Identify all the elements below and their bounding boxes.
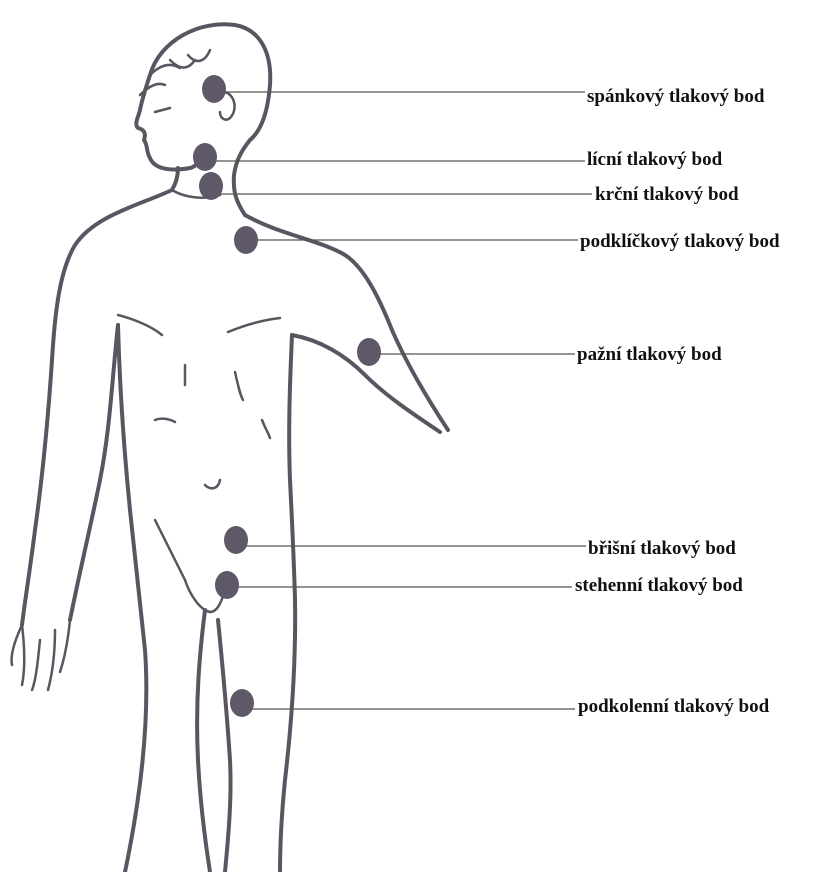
label-brachial-point: pažní tlakový bod <box>577 345 722 364</box>
label-facial-point: lícní tlakový bod <box>587 150 722 169</box>
popliteal-pressure-dot <box>230 689 254 717</box>
subclavian-pressure-dot <box>234 226 258 254</box>
label-abdominal-point: břišní tlakový bod <box>588 539 736 558</box>
facial-pressure-dot <box>193 143 217 171</box>
label-subclavian-point: podklíčkový tlakový bod <box>580 232 780 251</box>
label-temporal-point: spánkový tlakový bod <box>587 87 764 106</box>
abdominal-pressure-dot <box>224 526 248 554</box>
femoral-pressure-dot <box>215 571 239 599</box>
label-femoral-point: stehenní tlakový bod <box>575 576 743 595</box>
brachial-pressure-dot <box>357 338 381 366</box>
label-carotid-point: krční tlakový bod <box>595 185 739 204</box>
label-popliteal-point: podkolenní tlakový bod <box>578 697 769 716</box>
temporal-pressure-dot <box>202 75 226 103</box>
carotid-pressure-dot <box>199 172 223 200</box>
